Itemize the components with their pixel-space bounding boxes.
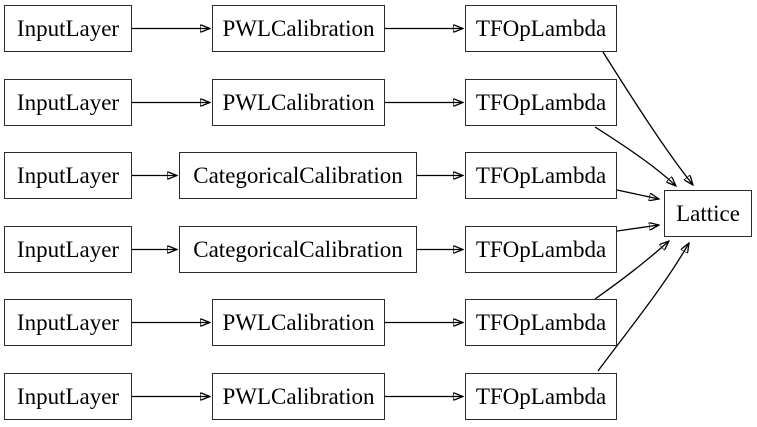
edge-op5-to-lattice: [594, 241, 669, 300]
node-tf-op-lambda-3: TFOpLambda: [465, 152, 617, 199]
node-tf-op-lambda-1: TFOpLambda: [465, 5, 617, 52]
node-pwl-calibration-2: PWLCalibration: [212, 79, 385, 126]
edge-op1-to-lattice: [602, 51, 693, 185]
node-input-layer-3: InputLayer: [4, 152, 132, 199]
node-categorical-calibration-3: CategoricalCalibration: [179, 152, 417, 199]
node-tf-op-lambda-6: TFOpLambda: [465, 373, 617, 420]
node-tf-op-lambda-5: TFOpLambda: [465, 299, 617, 346]
node-input-layer-2: InputLayer: [4, 79, 132, 126]
node-input-layer-4: InputLayer: [4, 226, 132, 273]
node-pwl-calibration-6: PWLCalibration: [212, 373, 385, 420]
node-input-layer-5: InputLayer: [4, 299, 132, 346]
edge-op3-to-lattice: [616, 189, 659, 199]
node-input-layer-1: InputLayer: [4, 5, 132, 52]
node-pwl-calibration-1: PWLCalibration: [212, 5, 385, 52]
edge-op6-to-lattice: [597, 243, 689, 372]
node-tf-op-lambda-2: TFOpLambda: [465, 79, 617, 126]
node-input-layer-6: InputLayer: [4, 373, 132, 420]
node-pwl-calibration-5: PWLCalibration: [212, 299, 385, 346]
node-lattice: Lattice: [664, 190, 752, 237]
edge-op4-to-lattice: [616, 225, 659, 232]
node-tf-op-lambda-4: TFOpLambda: [465, 226, 617, 273]
edge-op2-to-lattice: [594, 126, 676, 186]
node-categorical-calibration-4: CategoricalCalibration: [179, 226, 417, 273]
